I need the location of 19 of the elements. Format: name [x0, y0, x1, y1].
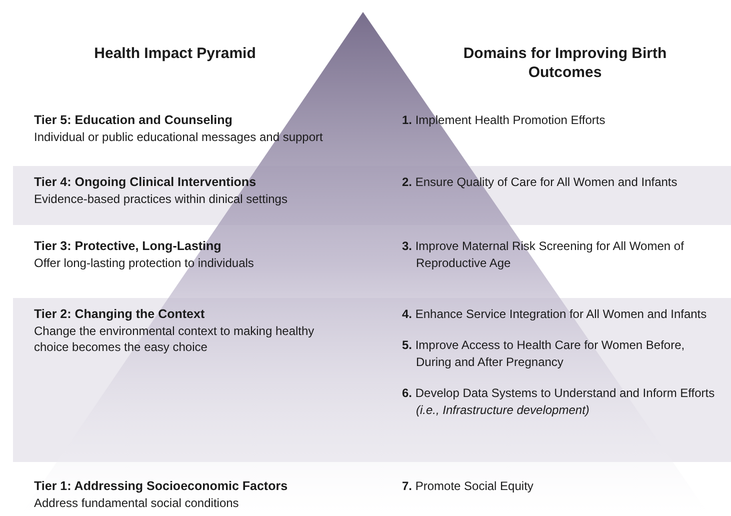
tier-heading: Tier 1: Addressing Socioeconomic Factors — [34, 478, 289, 495]
tier-heading: Tier 5: Education and Counseling — [34, 112, 234, 129]
domain-item: 3. Improve Maternal Risk Screening for All Women of Reproductive Age — [402, 238, 685, 272]
domain-item: 7. Promote Social Equity — [402, 478, 534, 495]
domain-item: 6. Develop Data Systems to Understand and Inform Efforts (i.e., Infrastructure development) — [402, 385, 716, 419]
tier-description: Address fundamental social conditions — [34, 495, 240, 511]
tier-heading: Tier 2: Changing the Context — [34, 306, 206, 323]
tier-heading: Tier 4: Ongoing Clinical Interventions — [34, 174, 258, 191]
column-heading: Health Impact Pyramid — [93, 44, 257, 63]
domain-item: 2. Ensure Quality of Care for All Women and Infants — [402, 174, 678, 191]
domain-item: 1. Implement Health Promotion Efforts — [402, 112, 606, 129]
tier-description: Evidence-based practices within dinical settings — [34, 191, 288, 207]
domain-item: 5. Improve Access to Health Care for Women Before, During and After Pregnancy — [402, 337, 686, 371]
domain-item: 4. Enhance Service Integration for All Women and Infants — [402, 306, 708, 323]
tier-description: Offer long-lasting protection to individuals — [34, 255, 255, 271]
tier-heading: Tier 3: Protective, Long-Lasting — [34, 238, 222, 255]
tier-description: Individual or public educational messages and support — [34, 129, 324, 145]
column-heading: Domains for Improving Birth Outcomes — [462, 44, 668, 82]
tier-description: Change the environmental context to making healthy choice becomes the easy choice — [34, 323, 316, 355]
